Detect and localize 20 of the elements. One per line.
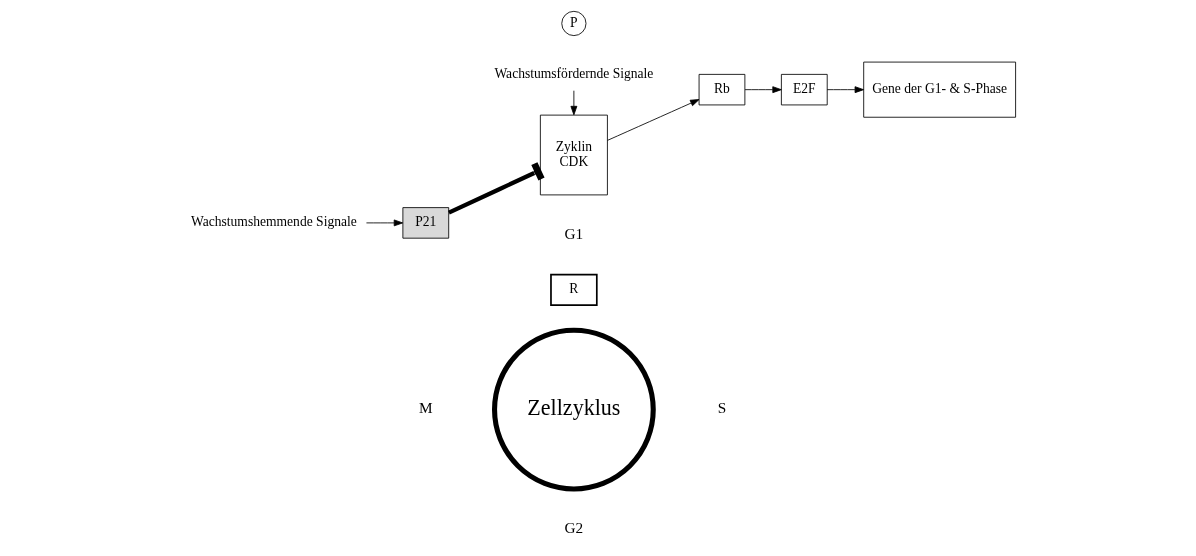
connector (447, 162, 545, 215)
arrow (826, 86, 864, 94)
node-box: Gene der G1- & S-Phase (862, 61, 1016, 118)
node-text: Wachstumsfördernde Signale (493, 66, 653, 82)
node-box: E2F (780, 73, 828, 106)
node-box: P21 (401, 207, 449, 239)
arrow (570, 90, 577, 116)
node-circle: Zellzyklus (491, 327, 656, 492)
node-box: Zyklin CDK (539, 114, 608, 196)
node-box: R (549, 273, 598, 307)
node-circle: P (560, 10, 586, 37)
arrow (365, 219, 403, 227)
arrow (606, 99, 699, 141)
label: S (717, 399, 726, 417)
label: G2 (564, 518, 583, 536)
node-box: Rb (698, 73, 745, 106)
label: G1 (564, 224, 583, 242)
arrow (744, 86, 782, 94)
label: M (418, 399, 433, 417)
node-text: Wachstumshemmende Signale (190, 214, 357, 230)
